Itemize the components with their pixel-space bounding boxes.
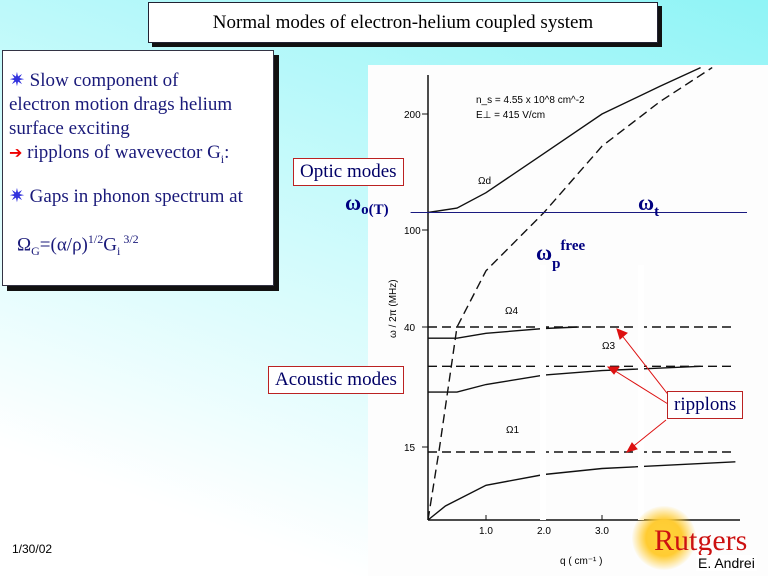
series-branch3 (428, 365, 701, 393)
y-tick-label: 200 (404, 110, 421, 121)
arrow-line (611, 368, 669, 405)
series-ωp-free (427, 67, 713, 521)
curves (410, 66, 747, 521)
arrow-right-icon: ➔ (9, 145, 23, 162)
x-tick-label: 3.0 (595, 526, 609, 537)
scan-artifact (638, 265, 644, 520)
omega-symbol: ω (638, 190, 655, 215)
annotation-field: E⊥ = 415 V/cm (476, 110, 545, 121)
x-axis-label: q ( cm⁻¹ ) (560, 556, 603, 567)
acoustic-modes-label: Acoustic modes (268, 366, 404, 394)
omega-sub: t (654, 204, 660, 220)
bullet-1: ✷ Slow component of (9, 69, 267, 93)
annotation-density: n_s = 4.55 x 10^8 cm^-2 (476, 95, 585, 106)
y-tick-label: 15 (404, 443, 416, 454)
ripplons-label: ripplons (667, 391, 744, 419)
star-bullet-icon: ✷ (9, 185, 25, 207)
bullet-arrow-line: ➔ ripplons of wavevector Gi: (9, 141, 267, 171)
omega-symbol: ω (536, 240, 553, 265)
curve-label-4: Ω4 (505, 306, 518, 317)
star-bullet-icon: ✷ (9, 70, 25, 91)
formula-part: i (116, 243, 121, 258)
x-tick-label: 1.0 (479, 526, 493, 537)
omega-symbol: ω (345, 190, 362, 215)
bullet-box: ✷ Slow component of electron motion drag… (2, 50, 274, 286)
omega-p-label: ωp free (536, 238, 585, 273)
ripplon-arrows (606, 328, 671, 453)
y-tick-label: 100 (404, 226, 421, 237)
bullet-text: Slow component of (29, 70, 179, 91)
curve-label-d: Ωd (478, 176, 491, 187)
chart-background (368, 65, 768, 576)
bullet-2: ✷ Gaps in phonon spectrum at (9, 185, 267, 209)
series-branch4 (428, 326, 579, 339)
bullet-text: Gaps in phonon spectrum at (29, 185, 243, 207)
arrow-line (619, 332, 671, 398)
omega-sub: p (552, 256, 561, 272)
arrow-head (616, 328, 628, 340)
formula-part: G (103, 234, 117, 256)
author-name: E. Andrei (696, 555, 757, 571)
formula-part: Ω (17, 234, 32, 256)
optic-modes-label: Optic modes (293, 158, 404, 186)
slide-title: Normal modes of electron-helium coupled … (148, 2, 658, 43)
x-tick-label: 2.0 (537, 526, 551, 537)
y-axis-label: ω / 2π (MHz) (388, 279, 399, 338)
omega-t-label: ωt (638, 190, 659, 221)
omega-sub: o(T) (361, 202, 389, 218)
axes: 1.0 2.0 3.0 15 40 100 200 (404, 75, 740, 537)
arrow-line (629, 419, 667, 450)
formula-part: =(α/ρ) (39, 234, 88, 256)
formula: ΩG=(α/ρ)1/2Gi 3/2 (17, 227, 267, 263)
y-tick-label: 40 (404, 323, 416, 334)
curve-label-1: Ω1 (506, 425, 519, 436)
series-branch1 (427, 461, 736, 521)
rutgers-logo: Rutgers (654, 524, 748, 557)
series-Ωd (427, 66, 701, 214)
bullet-text: surface exciting (9, 118, 130, 139)
subscript: i (220, 151, 225, 166)
scan-artifact (540, 265, 546, 520)
bullet-text: electron motion drags helium (9, 94, 233, 115)
slide-date: 1/30/02 (12, 542, 53, 556)
formula-part: 1/2 (87, 231, 104, 246)
bullet-text: : (224, 142, 230, 163)
omega-o-label: ωo(T) (345, 190, 389, 219)
formula-part: G (31, 243, 40, 258)
arrow-head (606, 366, 620, 375)
omega-sup: free (560, 238, 586, 254)
curve-label-3: Ω3 (602, 341, 615, 352)
formula-part: 3/2 (120, 231, 139, 246)
sun-logo-icon (632, 506, 696, 570)
arrow-head (625, 442, 638, 453)
bullet-text: ripplons of wavevector G (27, 142, 221, 163)
